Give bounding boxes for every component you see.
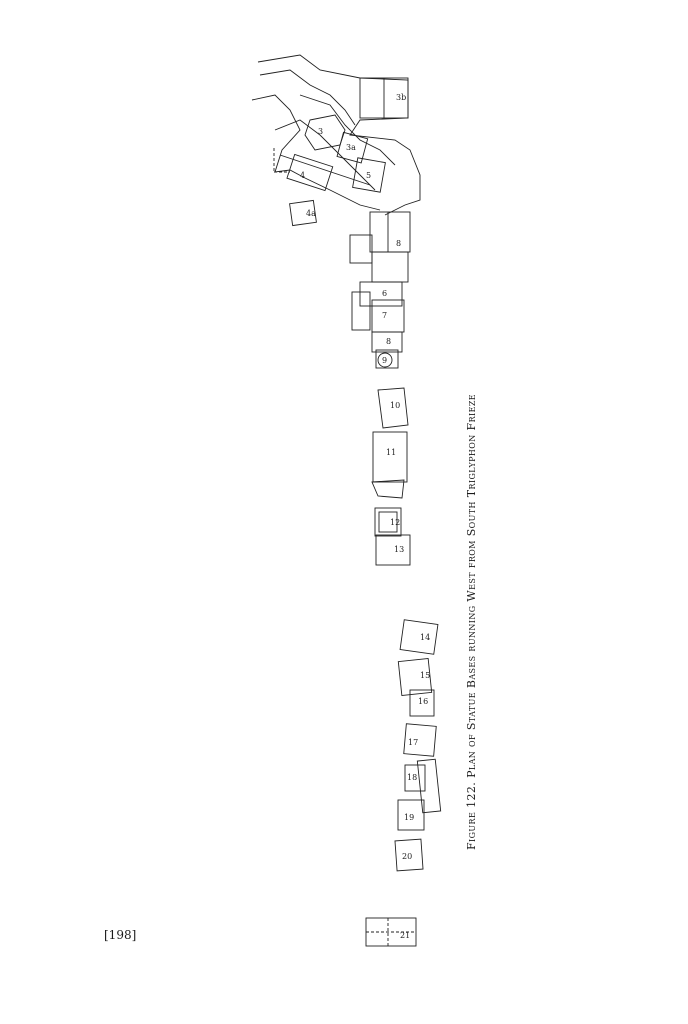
- plan-label-20: 20: [402, 852, 412, 861]
- plan-label-12: 12: [390, 518, 400, 527]
- plan-cluster-south: [365, 619, 442, 947]
- plan-label-19: 19: [404, 813, 414, 822]
- plan-label-3: 3: [318, 127, 323, 136]
- plan-cluster-central: [349, 211, 411, 566]
- plan-label-8: 8: [386, 337, 391, 346]
- plan-label-16: 16: [418, 697, 428, 706]
- plan-label-3b: 3b: [396, 93, 406, 102]
- plan-base-labels: 3 3a 3b 4 4a 5 8 6 7 8 9 10 11 12 13 14 …: [300, 93, 430, 940]
- plan-cluster-north: [251, 54, 421, 227]
- plan-label-13: 13: [394, 545, 404, 554]
- plan-label-3a: 3a: [346, 143, 356, 152]
- plan-label-4: 4: [300, 171, 305, 180]
- plan-label-11: 11: [386, 448, 396, 457]
- plan-label-17: 17: [408, 738, 418, 747]
- plan-label-7: 7: [382, 311, 387, 320]
- plan-label-14: 14: [420, 633, 430, 642]
- plan-label-8a: 8: [396, 239, 401, 248]
- figure-caption-text: Figure 122. Plan of Statue Bases running…: [465, 393, 478, 850]
- plan-label-5: 5: [366, 171, 371, 180]
- plan-label-18: 18: [407, 773, 417, 782]
- plan-label-21: 21: [400, 931, 410, 940]
- plan-label-6: 6: [382, 289, 387, 298]
- plan-label-9: 9: [382, 356, 387, 365]
- plan-label-15: 15: [420, 671, 430, 680]
- plan-label-4a: 4a: [306, 209, 316, 218]
- plan-label-10: 10: [390, 401, 400, 410]
- page-number: [198]: [104, 928, 137, 942]
